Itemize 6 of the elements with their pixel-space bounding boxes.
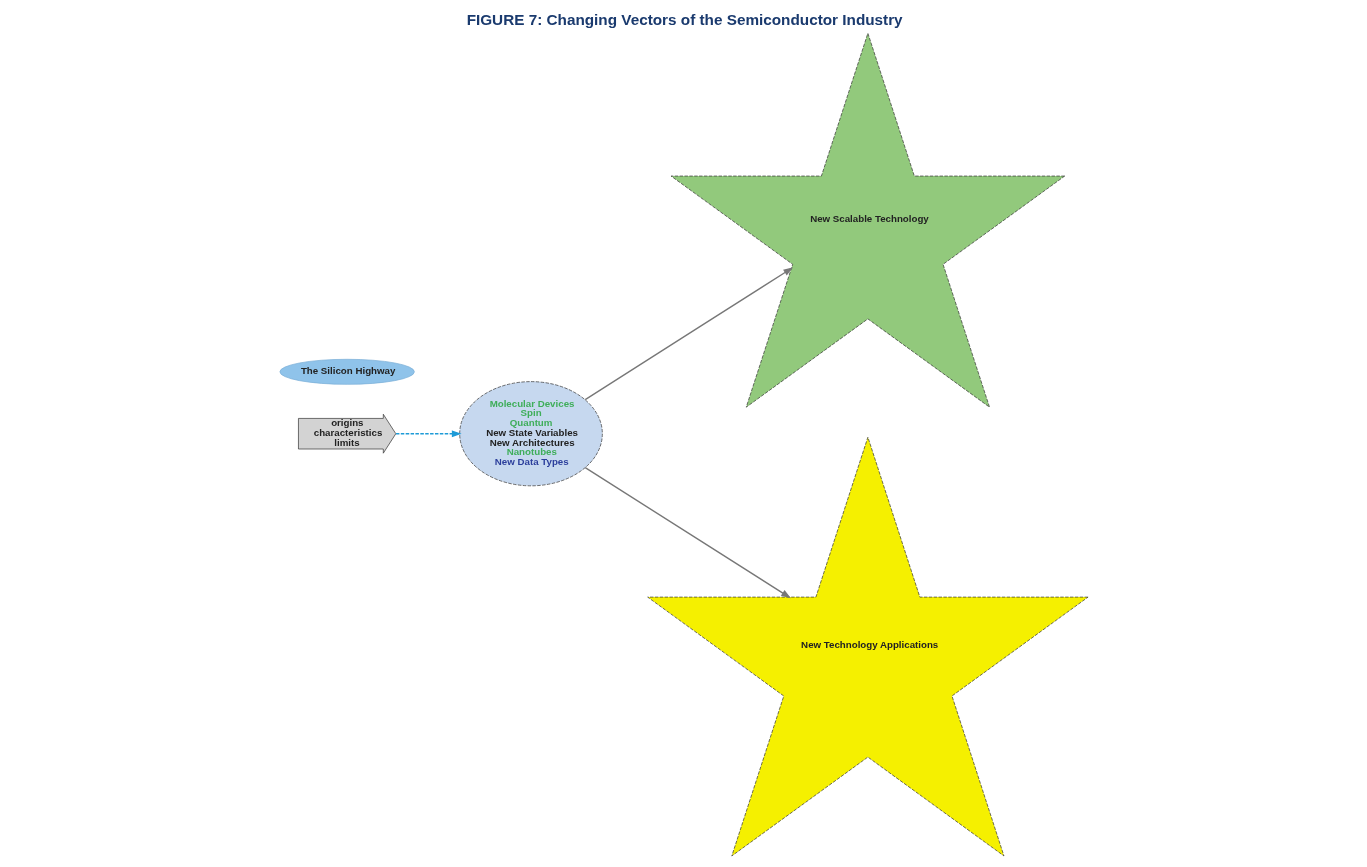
- node-ellipse: The Silicon Highway: [279, 358, 415, 385]
- arrow: [584, 467, 791, 599]
- arrow: [584, 267, 793, 401]
- arrow: [394, 430, 462, 438]
- node-ellipse: Molecular Devices Spin Quantum New State Variables New Architectures Nanotubes New Data Types: [458, 381, 603, 487]
- diagram-title: FIGURE 7: Changing Vectors of the Semiconductor Industry: [466, 11, 903, 29]
